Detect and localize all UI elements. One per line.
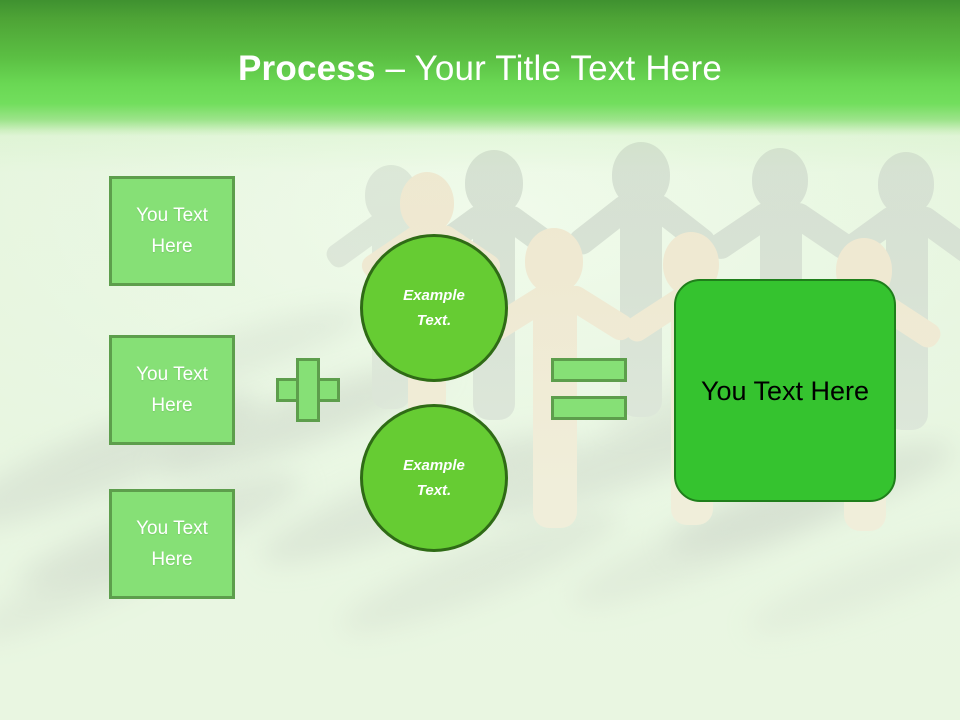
input-box-1-line1: You Text bbox=[136, 205, 208, 226]
equals-icon-bottom-bar bbox=[551, 396, 627, 420]
plus-icon-center-fill bbox=[299, 381, 317, 399]
input-box-2-line1: You Text bbox=[136, 364, 208, 385]
input-box-2[interactable]: You Text Here bbox=[109, 335, 235, 445]
page-title-strong: Process bbox=[238, 49, 376, 88]
input-box-3[interactable]: You Text Here bbox=[109, 489, 235, 599]
title-band bbox=[0, 0, 960, 136]
input-box-1[interactable]: You Text Here bbox=[109, 176, 235, 286]
input-box-3-line2: Here bbox=[151, 549, 193, 570]
process-circle-1-line2: Text. bbox=[416, 312, 452, 329]
process-circle-1[interactable]: Example Text. bbox=[360, 234, 508, 382]
input-box-2-line2: Here bbox=[151, 395, 193, 416]
equals-icon bbox=[551, 358, 627, 420]
page-title-rest: – Your Title Text Here bbox=[375, 49, 722, 88]
input-box-1-line2: Here bbox=[151, 236, 193, 257]
process-circle-1-line1: Example bbox=[403, 287, 465, 304]
result-box-label: You Text Here bbox=[700, 375, 870, 406]
process-circle-2-line2: Text. bbox=[416, 482, 452, 499]
process-circle-2[interactable]: Example Text. bbox=[360, 404, 508, 552]
plus-icon bbox=[276, 358, 340, 422]
process-circle-2-line1: Example bbox=[403, 457, 465, 474]
page-title: Process – Your Title Text Here bbox=[0, 48, 960, 90]
equals-icon-top-bar bbox=[551, 358, 627, 382]
input-box-3-line1: You Text bbox=[136, 518, 208, 539]
result-box[interactable]: You Text Here bbox=[674, 279, 896, 502]
